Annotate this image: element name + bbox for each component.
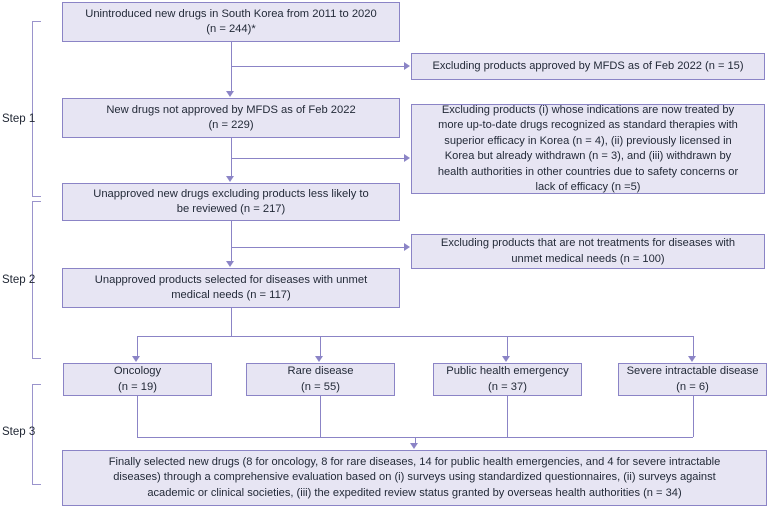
step-bracket-2 xyxy=(32,201,41,359)
connector-not-approved-to-less-likely xyxy=(230,138,232,177)
arrow-to-exclusion-1 xyxy=(404,62,410,70)
step-label-2: Step 2 xyxy=(2,274,36,286)
step-label-3: Step 3 xyxy=(2,426,36,438)
category-public-health-name: Public health emergency xyxy=(446,365,569,377)
node-less-likely-line1: Unapproved new drugs excluding products … xyxy=(93,187,369,200)
connector-unmet-to-split xyxy=(230,308,232,337)
node-start-line1: Unintroduced new drugs in South Korea fr… xyxy=(85,7,377,20)
node-start-line2: (n = 244)* xyxy=(206,23,256,35)
connector-rare-to-merge xyxy=(319,396,321,437)
exclusion-2-line5: health authorities in other countries du… xyxy=(437,165,739,178)
node-category-rare: Rare disease (n = 55) xyxy=(246,363,395,396)
connector-branch-exclusion-2 xyxy=(230,158,406,160)
exclusion-2-line2: more up-to-date drugs recognized as stan… xyxy=(438,119,738,131)
category-rare-count: (n = 55) xyxy=(301,380,340,393)
connector-public-health-to-merge xyxy=(506,396,508,437)
exclusion-2-line4: Korea but already withdrawn (n = 3), and… xyxy=(444,150,732,162)
exclusion-3-line1: Excluding products that are not treatmen… xyxy=(440,237,736,249)
arrow-to-rare xyxy=(315,356,323,362)
node-unmet-needs: Unapproved products selected for disease… xyxy=(62,268,400,308)
arrow-to-exclusion-2 xyxy=(404,154,410,162)
arrow-to-exclusion-3 xyxy=(404,243,410,251)
connector-oncology-to-merge xyxy=(136,396,138,437)
connector-split-to-severe xyxy=(692,336,694,357)
node-exclusion-3: Excluding products that are not treatmen… xyxy=(411,234,765,269)
arrow-to-severe xyxy=(688,356,696,362)
node-final-selection: Finally selected new drugs (8 for oncolo… xyxy=(62,450,767,506)
connector-branch-exclusion-3 xyxy=(230,247,406,249)
category-rare-name: Rare disease xyxy=(287,365,354,377)
arrow-to-public-health xyxy=(502,356,510,362)
arrow-start-to-not-approved xyxy=(226,91,234,97)
node-not-approved-line1: New drugs not approved by MFDS as of Feb… xyxy=(106,103,356,116)
node-less-likely: Unapproved new drugs excluding products … xyxy=(62,183,400,221)
arrow-not-approved-to-less-likely xyxy=(226,176,234,182)
final-line1: Finally selected new drugs (8 for oncolo… xyxy=(108,455,721,468)
node-category-oncology: Oncology (n = 19) xyxy=(63,363,212,396)
connector-branch-exclusion-1 xyxy=(230,66,406,68)
category-severe-count: (n = 6) xyxy=(676,380,709,393)
final-line2: diseases) through a comprehensive evalua… xyxy=(113,471,716,484)
exclusion-2-line3: superior efficacy in Korea (n = 4), (ii)… xyxy=(444,134,732,147)
exclusion-1-line1: Excluding products approved by MFDS as o… xyxy=(432,59,744,72)
step-bracket-1 xyxy=(32,21,41,197)
node-unmet-needs-line1: Unapproved products selected for disease… xyxy=(94,273,368,286)
node-category-severe: Severe intractable disease (n = 6) xyxy=(618,363,767,396)
node-not-approved-line2: (n = 229) xyxy=(208,119,254,131)
category-severe-name: Severe intractable disease xyxy=(626,365,759,377)
connector-severe-to-merge xyxy=(692,396,694,437)
category-oncology-count: (n = 19) xyxy=(118,380,157,393)
node-less-likely-line2: be reviewed (n = 217) xyxy=(176,203,286,215)
exclusion-2-line1: Excluding products (i) whose indications… xyxy=(441,103,735,116)
category-public-health-count: (n = 37) xyxy=(488,380,527,393)
arrow-to-final xyxy=(410,443,418,449)
connector-split-to-public-health xyxy=(506,336,508,357)
connector-split-to-rare xyxy=(319,336,321,357)
split-distribution-bar xyxy=(137,336,693,338)
exclusion-2-line6: lack of efficacy (n =5) xyxy=(535,181,641,193)
final-line3: academic or clinical societies, (iii) th… xyxy=(147,486,682,499)
node-start: Unintroduced new drugs in South Korea fr… xyxy=(62,2,400,42)
connector-split-to-oncology xyxy=(136,336,138,357)
connector-less-likely-to-unmet xyxy=(230,221,232,262)
node-exclusion-1: Excluding products approved by MFDS as o… xyxy=(411,53,765,80)
exclusion-3-line2: unmet medical needs (n = 100) xyxy=(511,252,665,265)
arrow-to-oncology xyxy=(132,356,140,362)
node-not-approved: New drugs not approved by MFDS as of Feb… xyxy=(62,98,400,138)
step-label-1: Step 1 xyxy=(2,113,36,125)
node-exclusion-2: Excluding products (i) whose indications… xyxy=(411,104,765,194)
category-oncology-name: Oncology xyxy=(113,365,162,377)
node-unmet-needs-line2: medical needs (n = 117) xyxy=(171,289,291,301)
arrow-less-likely-to-unmet xyxy=(226,261,234,267)
connector-merge-to-final xyxy=(414,437,416,445)
node-category-public-health: Public health emergency (n = 37) xyxy=(433,363,582,396)
step-bracket-3 xyxy=(32,384,41,485)
